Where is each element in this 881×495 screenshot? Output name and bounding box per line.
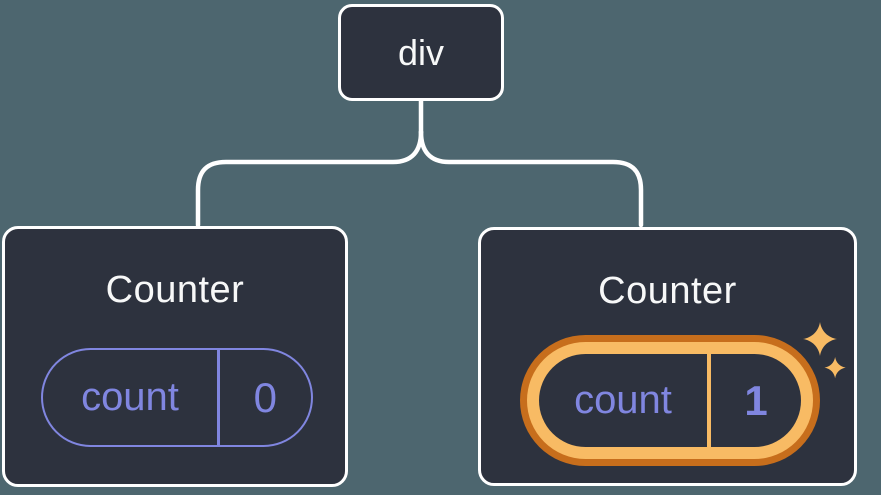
state-pill-highlighted: count 1 xyxy=(520,335,820,466)
sparkle-icon-large xyxy=(803,322,837,356)
pill-divider xyxy=(707,354,711,447)
state-pill-highlight-ring: count 1 xyxy=(527,342,813,459)
sparkle-icon-small xyxy=(824,357,846,379)
state-key-label: count xyxy=(574,378,672,422)
tree-node-div: div xyxy=(338,4,504,101)
state-value: 1 xyxy=(744,376,768,424)
component-title: Counter xyxy=(105,269,245,311)
state-key-label: count xyxy=(81,375,179,419)
counter-card-right: Counter count 1 xyxy=(478,227,857,486)
connector-left-branch xyxy=(195,129,424,228)
root-node-label: div xyxy=(397,31,445,73)
component-title: Counter xyxy=(598,270,737,312)
pill-divider xyxy=(217,350,220,445)
connector-right-branch xyxy=(418,129,644,228)
state-pill: count 0 xyxy=(41,348,313,447)
counter-card-left: Counter count 0 xyxy=(2,226,348,487)
state-value: 0 xyxy=(253,373,277,421)
